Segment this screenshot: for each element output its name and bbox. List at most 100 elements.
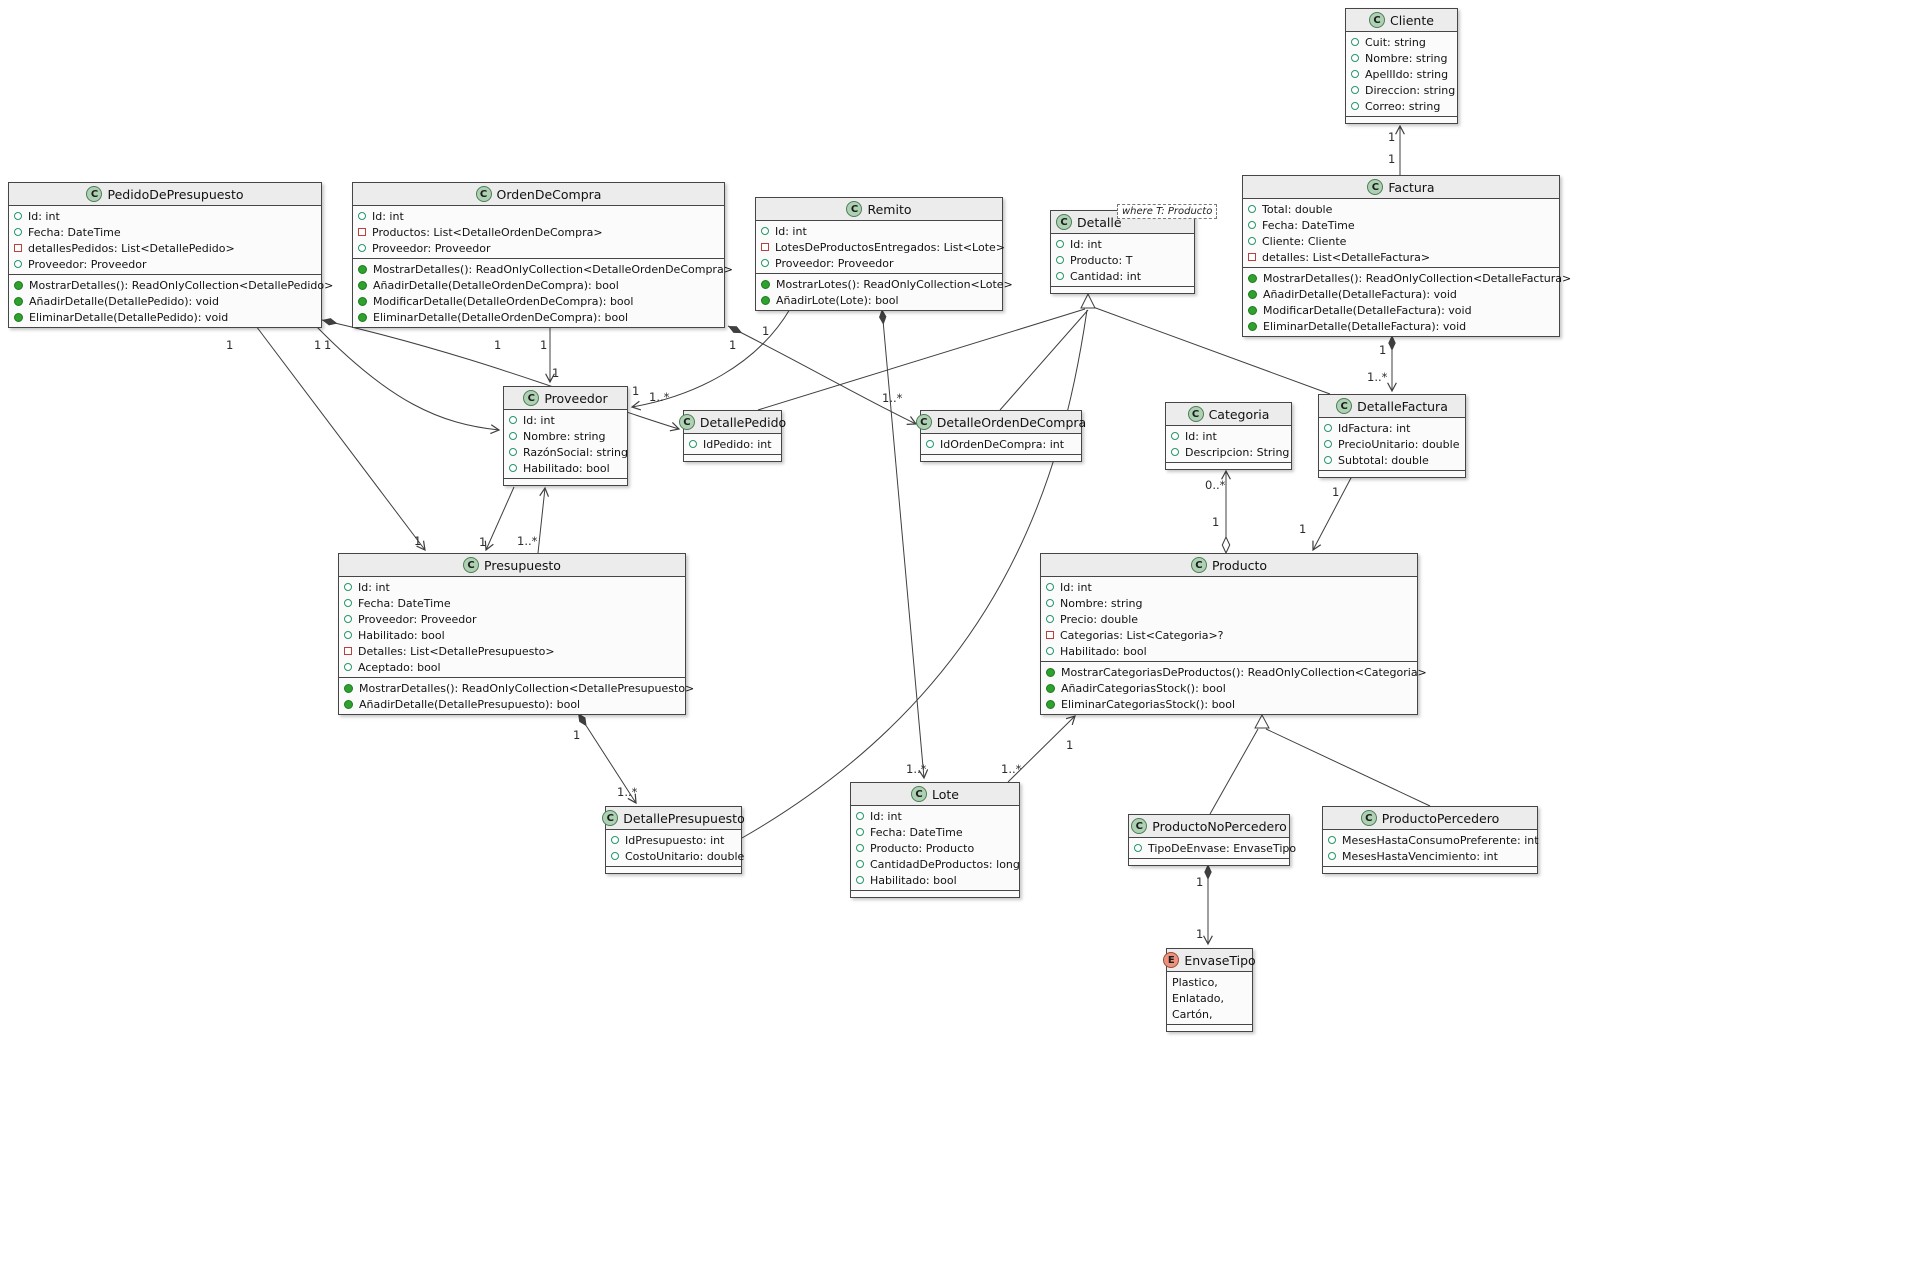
class-name: Presupuesto <box>484 557 561 573</box>
attribute-text: Descripcion: String <box>1185 445 1290 459</box>
attribute-row: Proveedor: Proveedor <box>9 256 321 272</box>
attribute-text: Total: double <box>1262 202 1333 216</box>
field-visibility-icon <box>856 812 864 820</box>
attribute-text: Fecha: DateTime <box>870 825 963 839</box>
method-text: EliminarDetalle(DetallePedido): void <box>29 310 229 324</box>
method-visibility-icon <box>761 279 770 289</box>
field-visibility-icon <box>1056 240 1064 248</box>
field-visibility-icon <box>1351 70 1359 78</box>
field-visibility-icon <box>1134 844 1142 852</box>
multiplicity-label: 1 <box>314 338 322 352</box>
field-visibility-icon <box>358 244 366 252</box>
methods-section <box>1323 867 1537 873</box>
attribute-row: Enlatado, <box>1167 990 1252 1006</box>
attribute-text: Proveedor: Proveedor <box>28 257 147 271</box>
attribute-text: CantidadDeProductos: long <box>870 857 1020 871</box>
attribute-text: PrecioUnitario: double <box>1338 437 1460 451</box>
method-visibility-icon <box>14 312 23 322</box>
attribute-row: Habilitado: bool <box>1041 643 1417 659</box>
multiplicity-label: 1 <box>479 535 487 549</box>
attributes-section: TipoDeEnvase: EnvaseTipo <box>1129 838 1296 859</box>
method-row: AñadirDetalle(DetalleOrdenDeCompra): boo… <box>353 277 724 293</box>
class-stereotype-icon: C <box>1367 179 1384 195</box>
field-visibility-icon <box>926 440 934 448</box>
multiplicity-label: 1 <box>324 338 332 352</box>
field-visibility-icon <box>1328 836 1336 844</box>
field-visibility-icon <box>611 852 619 860</box>
method-visibility-icon <box>14 296 23 306</box>
multiplicity-label: 1 <box>729 338 737 352</box>
method-visibility-icon <box>1248 305 1257 315</box>
attribute-text: Producto: Producto <box>870 841 975 855</box>
class-name: DetallePedido <box>699 414 787 430</box>
class-stereotype-icon: C <box>1131 818 1148 834</box>
attribute-row: Proveedor: Proveedor <box>756 255 1002 271</box>
methods-section: MostrarDetalles(): ReadOnlyCollection<De… <box>9 275 333 327</box>
method-row: MostrarDetalles(): ReadOnlyCollection<De… <box>353 261 733 277</box>
field-visibility-icon <box>1324 440 1332 448</box>
methods-section: MostrarDetalles(): ReadOnlyCollection<De… <box>1243 268 1571 336</box>
method-visibility-icon <box>1248 321 1257 331</box>
attribute-row: Habilitado: bool <box>339 627 685 643</box>
methods-section <box>504 479 627 485</box>
class-stereotype-icon: C <box>1056 214 1072 230</box>
method-visibility-icon <box>358 312 367 322</box>
attribute-row: Direccion: string <box>1346 82 1457 98</box>
field-visibility-icon <box>1248 237 1256 245</box>
field-visibility-icon <box>1171 432 1179 440</box>
attribute-text: IdFactura: int <box>1338 421 1411 435</box>
attribute-row: Cartón, <box>1167 1006 1252 1022</box>
class-stereotype-icon: C <box>1336 398 1353 414</box>
attribute-row: IdOrdenDeCompra: int <box>921 436 1081 452</box>
class-name: Detalle <box>1077 214 1122 230</box>
methods-section <box>1346 117 1457 123</box>
method-row: EliminarDetalle(DetallePedido): void <box>9 309 321 325</box>
method-row: EliminarDetalle(DetalleOrdenDeCompra): b… <box>353 309 724 325</box>
attribute-text: IdPedido: int <box>703 437 772 451</box>
attribute-row: Detalles: List<DetallePresupuesto> <box>339 643 685 659</box>
attributes-section: Plastico,Enlatado,Cartón, <box>1167 972 1252 1025</box>
multiplicity-label: 1 <box>632 384 640 398</box>
methods-section <box>1051 287 1194 293</box>
multiplicity-label: 1 <box>1299 522 1307 536</box>
edge-pedidodepresupuesto-proveedor <box>315 325 501 435</box>
class-name: ProductoNoPercedero <box>1152 818 1287 834</box>
class-name: Proveedor <box>544 390 608 406</box>
method-text: MostrarLotes(): ReadOnlyCollection<Lote> <box>776 277 1013 291</box>
field-visibility-icon <box>611 836 619 844</box>
attribute-row: LotesDeProductosEntregados: List<Lote> <box>756 239 1005 255</box>
attribute-text: Id: int <box>372 209 404 223</box>
attribute-row: Fecha: DateTime <box>851 824 1019 840</box>
private-visibility-icon <box>1248 253 1256 261</box>
multiplicity-label: 1..* <box>1367 370 1388 384</box>
method-row: MostrarDetalles(): ReadOnlyCollection<De… <box>339 680 694 696</box>
field-visibility-icon <box>344 615 352 623</box>
field-visibility-icon <box>344 599 352 607</box>
attribute-row: Descripcion: String <box>1166 444 1291 460</box>
field-visibility-icon <box>1248 221 1256 229</box>
attribute-row: Habilitado: bool <box>851 872 1019 888</box>
attribute-text: Categorias: List<Categoria>? <box>1060 628 1224 642</box>
field-visibility-icon <box>1046 615 1054 623</box>
multiplicity-label: 1 <box>414 534 422 548</box>
attribute-text: Aceptado: bool <box>358 660 441 674</box>
field-visibility-icon <box>761 259 769 267</box>
method-visibility-icon <box>344 699 353 709</box>
